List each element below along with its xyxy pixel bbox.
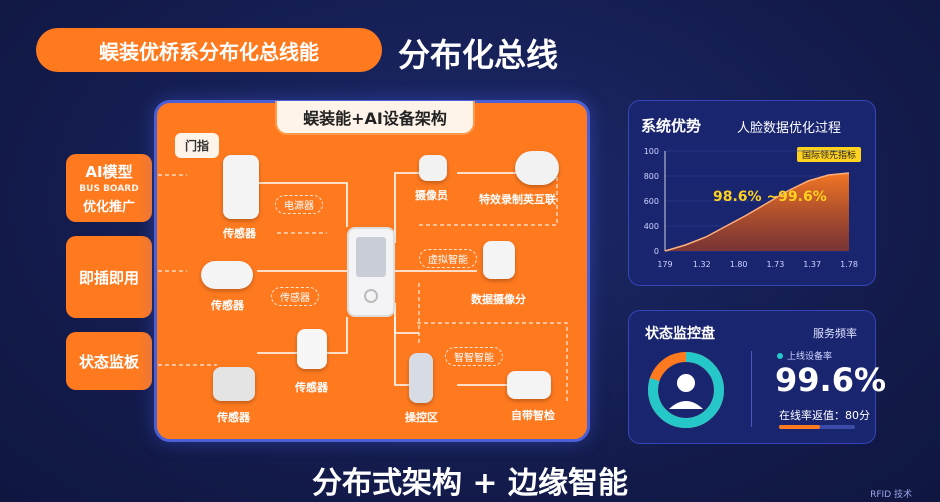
status-progress-bar: [779, 425, 855, 429]
sensor-device-top[interactable]: [223, 155, 259, 219]
status-big-value: 99.6%: [775, 361, 887, 399]
status-progress-fill: [779, 425, 821, 429]
header-pill: 蜈装优桥系分布化总线能: [36, 28, 382, 72]
dashed-label-smart: 智智智能: [445, 347, 503, 366]
hub-screen: [356, 237, 386, 277]
chart-highlight: 98.6% ~99.6%: [713, 189, 827, 205]
gateway-tag: 门指: [175, 133, 220, 158]
x-tick-label: 1.73: [766, 260, 784, 269]
dashed-label-power: 电源器: [275, 195, 323, 214]
sensor-bottom-label: 传感器: [217, 411, 250, 424]
camera-device[interactable]: [419, 155, 447, 181]
y-tick-label: 0: [654, 247, 659, 256]
advantage-subtitle: 人脸数据优化过程: [737, 121, 842, 136]
hub-power-icon: [364, 289, 378, 303]
user-avatar-icon: [677, 374, 695, 392]
controller-label: 传感器: [295, 381, 328, 394]
module-label: 操控区: [405, 411, 438, 424]
status-ring: [648, 352, 724, 428]
optimization-chart: 100 800 600 400 0 179 1.32 1.80 1.73 1.37 1.78 98…: [644, 147, 858, 269]
recorder-label: 自带智检: [511, 409, 555, 422]
smart-camera-label: 数据摄像分: [471, 293, 526, 306]
sensor-mid-label: 传感器: [211, 299, 244, 312]
status-dot-icon: [777, 352, 783, 359]
y-tick-label: 400: [644, 222, 659, 231]
y-tick-label: 600: [644, 197, 659, 206]
feature-ai-model-desc: 优化推广: [82, 200, 135, 215]
module-device[interactable]: [409, 353, 433, 403]
lens-camera-label: 特效录制英互联: [479, 193, 556, 206]
feature-plug-and-play-title: 即插即用: [78, 268, 139, 287]
architecture-panel: 蜈装能+AI设备架构 门指 传感器 传感器 传感器 传感器 摄像员 特效录制英互…: [154, 100, 590, 442]
area-series: [665, 173, 849, 251]
advantage-title: 系统优势: [641, 117, 702, 135]
status-small-text: 上线设备率: [787, 352, 833, 362]
page-title: 分布化总线: [398, 36, 559, 74]
status-divider: [751, 351, 752, 427]
status-title: 状态监控盘: [645, 326, 715, 342]
sensor-device-mid[interactable]: [201, 261, 253, 289]
status-small-label: 上线设备率: [777, 349, 832, 362]
controller-device[interactable]: [297, 329, 327, 369]
x-tick-label: 1.37: [803, 260, 821, 269]
feature-ai-model[interactable]: AI模型 BUS BOARD 优化推广: [66, 154, 152, 222]
central-hub[interactable]: [347, 227, 395, 317]
recorder-device[interactable]: [507, 371, 551, 399]
x-tick-label: 179: [657, 260, 672, 269]
feature-ai-model-sub: BUS BOARD: [79, 184, 139, 194]
dashed-label-virtual: 虚拟智能: [419, 249, 477, 268]
camera-label: 摄像员: [415, 189, 448, 202]
status-right-label[interactable]: 服务频率: [813, 327, 857, 340]
x-tick-label: 1.78: [840, 260, 858, 269]
smart-camera-device[interactable]: [483, 241, 515, 279]
feature-ai-model-title: AI模型: [85, 163, 133, 181]
feature-status-board[interactable]: 状态监板: [66, 332, 152, 390]
x-tick-label: 1.80: [730, 260, 748, 269]
footer-title: 分布式架构 + 边缘智能: [311, 466, 629, 501]
feature-status-board-title: 状态监板: [78, 352, 139, 371]
sensor-top-label: 传感器: [223, 227, 256, 240]
footer-mark: RFID 技术: [870, 490, 912, 500]
y-tick-label: 800: [644, 172, 659, 181]
feature-plug-and-play[interactable]: 即插即用: [66, 236, 152, 318]
x-tick-label: 1.32: [693, 260, 711, 269]
status-caption: 在线率返值：80分: [779, 409, 870, 422]
dashed-label-sensor: 传感器: [271, 287, 319, 306]
y-tick-label: 100: [644, 147, 659, 156]
area-series-line: [664, 172, 850, 252]
status-panel: 状态监控盘 服务频率 上线设备率 99.6% 在线率返值：80分: [628, 310, 886, 444]
architecture-title: 蜈装能+AI设备架构: [275, 101, 475, 135]
lens-camera-device[interactable]: [515, 151, 559, 185]
sensor-device-bottom[interactable]: [213, 367, 255, 401]
